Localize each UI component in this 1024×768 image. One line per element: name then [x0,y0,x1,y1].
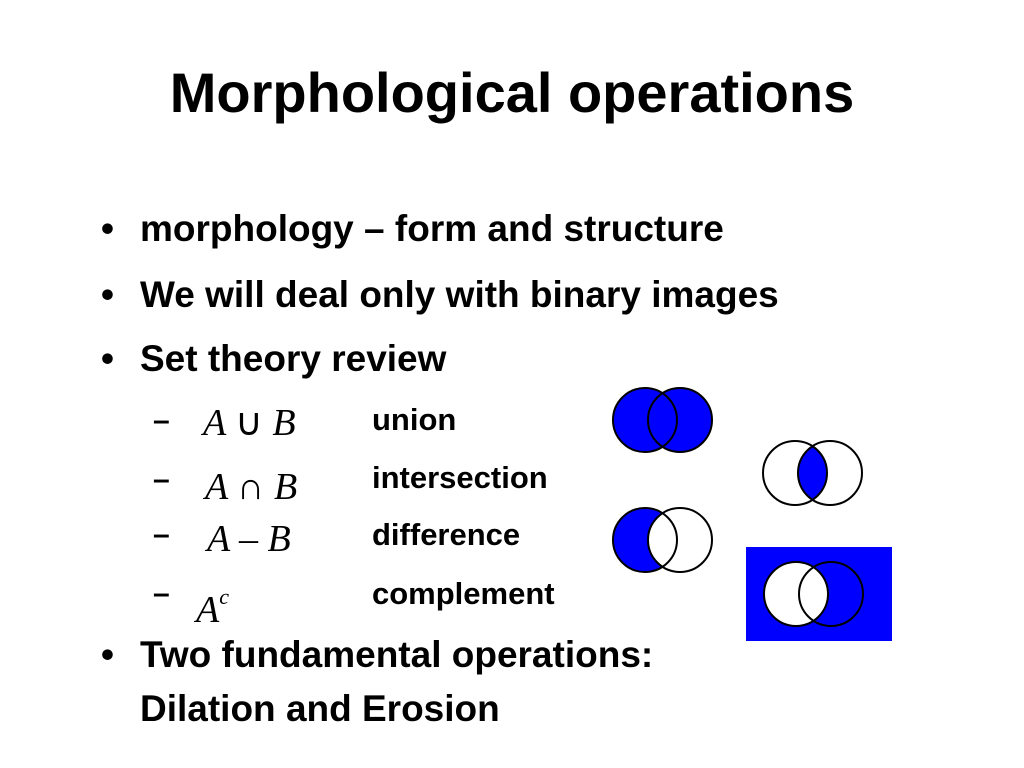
sub-bullet-dash: – [153,577,170,610]
bullet-dilation-erosion: Dilation and Erosion [140,688,500,729]
bullet-binary-images: We will deal only with binary images [140,274,779,315]
set-a: A [203,402,226,444]
set-b: B [273,466,298,508]
venn-circle-b [648,388,712,452]
intersection-operator: ∩ [237,466,265,508]
venn-outline-b [798,561,864,627]
difference-expression: A – B [207,518,291,560]
intersection-expression: A ∩ B [205,466,297,508]
set-a: A [207,518,230,560]
union-operator: ∪ [235,402,263,444]
bullet-marker: • [101,208,114,249]
set-b: B [272,402,296,444]
complement-label: complement [372,576,555,611]
slide-title: Morphological operations [169,61,855,124]
set-b: B [267,518,291,560]
complement-expression: Ac [196,576,229,631]
sub-bullet-dash: – [153,404,170,437]
set-a: A [196,589,220,631]
intersection-label: intersection [372,460,548,495]
venn-outline-a [612,507,678,573]
venn-outline-b [647,507,713,573]
venn-outline-a [763,561,829,627]
venn-outline-a [612,387,678,453]
venn-complement-diagram [746,547,892,641]
bullet-set-theory: Set theory review [140,338,447,379]
venn-difference-diagram [612,507,713,573]
venn-intersection-region [798,441,827,505]
bullet-fundamental-operations: Two fundamental operations: [140,634,654,675]
venn-circle-b [648,508,712,572]
venn-outline-b [647,387,713,453]
complement-superscript: c [219,584,229,609]
union-label: union [372,402,457,437]
bullet-morphology: morphology – form and structure [140,208,724,249]
bullet-marker: • [101,634,114,675]
bullet-marker: • [101,338,114,379]
sub-bullet-dash: – [153,518,170,551]
venn-outline-a [762,440,828,506]
set-a: A [205,466,228,508]
difference-label: difference [372,517,521,552]
sub-bullet-dash: – [153,463,170,496]
union-expression: A ∪ B [203,402,296,444]
venn-union-diagram [612,387,713,453]
difference-operator: – [239,518,259,560]
venn-intersection-diagram [762,440,863,506]
bullet-marker: • [101,274,114,315]
venn-circle-a [764,562,828,626]
venn-outline-b [797,440,863,506]
